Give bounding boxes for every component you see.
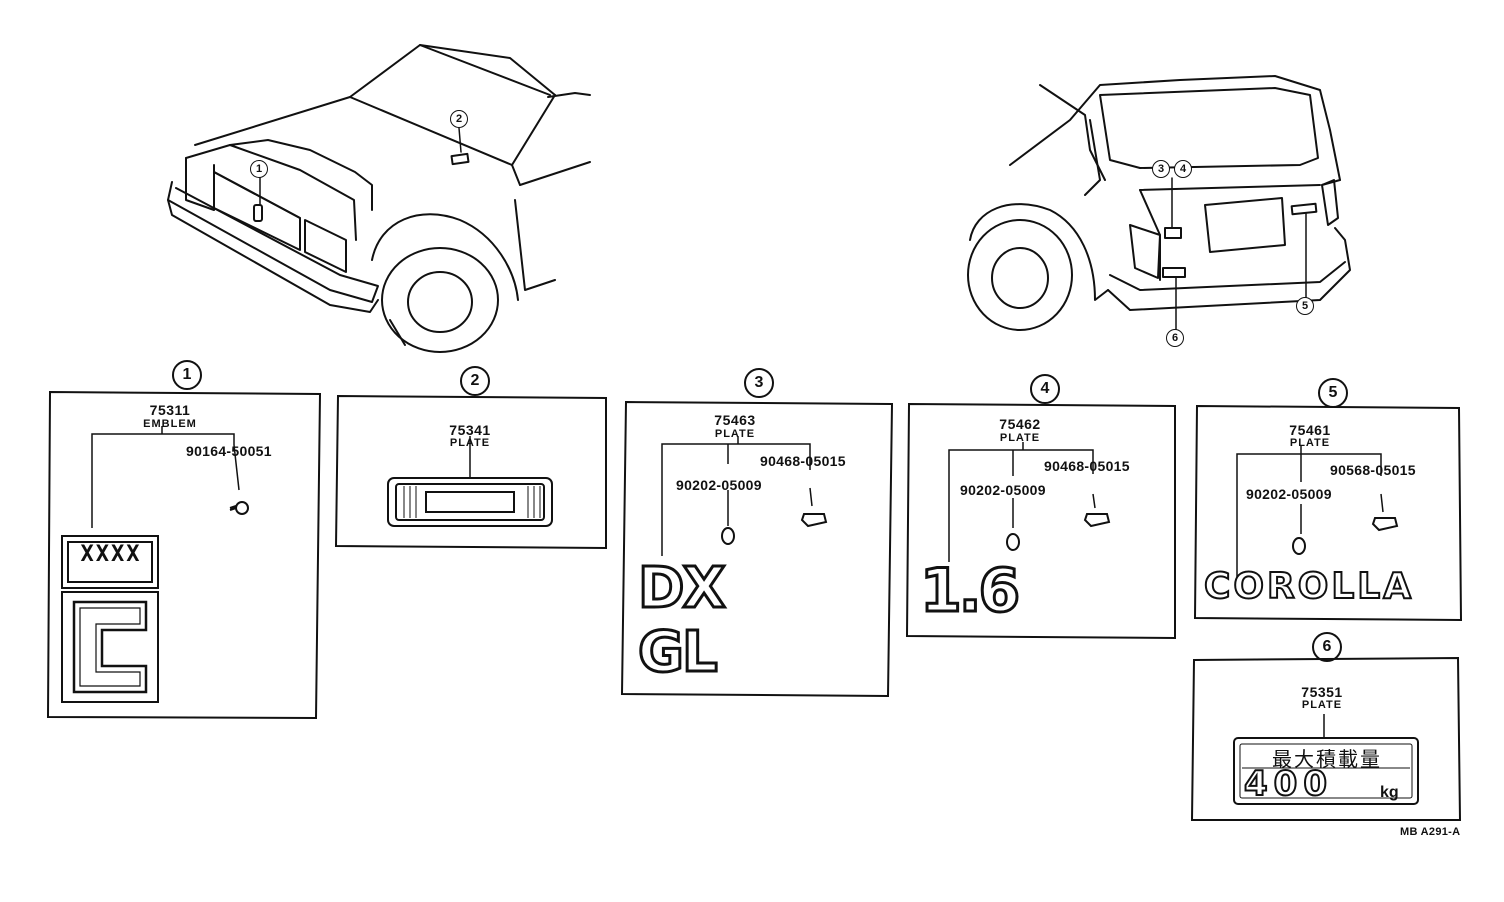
callout-front-1: 1 — [250, 160, 268, 178]
panel-6-frame — [1190, 656, 1462, 821]
panel-1-part-number: 75311 — [149, 402, 191, 418]
panel-6-part-name: PLATE — [1301, 699, 1343, 711]
panel-5-fastener-clip: 90568-05015 — [1330, 462, 1416, 478]
callout-front-2: 2 — [450, 110, 468, 128]
panel-4-fastener-clip: 90468-05015 — [1044, 458, 1130, 474]
emblem-c-art — [61, 535, 159, 703]
panel-3-fastener-clip: 90468-05015 — [760, 453, 846, 469]
panel-2-part-name: PLATE — [449, 437, 491, 449]
plate-load-value: 400 — [1243, 763, 1333, 805]
panel-3-circle: 3 — [744, 368, 774, 398]
badge-corolla: COROLLA — [1203, 565, 1415, 608]
badge-gl: GL — [637, 619, 720, 687]
panel-6-part-number: 75351 — [1301, 684, 1343, 700]
panel-4-frame — [905, 402, 1176, 640]
callout-rear-3: 3 — [1152, 160, 1170, 178]
panel-2-frame — [334, 394, 607, 550]
panel-5-part-name: PLATE — [1289, 437, 1331, 449]
panel-1-frame — [46, 390, 322, 720]
badge-dx: DX — [637, 555, 728, 623]
rear-car-drawing — [967, 75, 1351, 331]
panel-5-fastener-nut: 90202-05009 — [1246, 486, 1332, 502]
panel-3-part-name: PLATE — [714, 428, 756, 440]
panel-3-frame — [620, 400, 894, 698]
drawing-code: MB A291-A — [1400, 826, 1461, 838]
panel-4-part-number: 75462 — [999, 416, 1041, 432]
front-car-drawing — [167, 44, 591, 353]
panel-4-part-name: PLATE — [999, 432, 1041, 444]
panel-5-part-number: 75461 — [1289, 422, 1331, 438]
callout-rear-4: 4 — [1174, 160, 1192, 178]
panel-4-fastener-nut: 90202-05009 — [960, 482, 1046, 498]
panel-2-part-number: 75341 — [449, 422, 491, 438]
plate-jp-text: 最大積載量 — [1272, 747, 1382, 771]
panel-1-circle: 1 — [172, 360, 202, 390]
panel-1-part-name: EMBLEM — [143, 418, 197, 430]
panel-1-fastener: 90164-50051 — [186, 443, 272, 459]
emblem-c-top-text: XXXX — [80, 542, 142, 567]
vehicle-drawings — [167, 44, 1351, 353]
callout-rear-5: 5 — [1296, 297, 1314, 315]
badge-1-6: 1.6 — [918, 555, 1021, 628]
panel-4-circle: 4 — [1030, 374, 1060, 404]
panel-3-part-number: 75463 — [714, 412, 756, 428]
panel-3-fastener-nut: 90202-05009 — [676, 477, 762, 493]
plate-load-unit: kg — [1380, 784, 1399, 801]
panel-5-frame — [1193, 404, 1463, 622]
callout-rear-6: 6 — [1166, 329, 1184, 347]
panel-2-circle: 2 — [460, 366, 490, 396]
panel-6-circle: 6 — [1312, 632, 1342, 662]
